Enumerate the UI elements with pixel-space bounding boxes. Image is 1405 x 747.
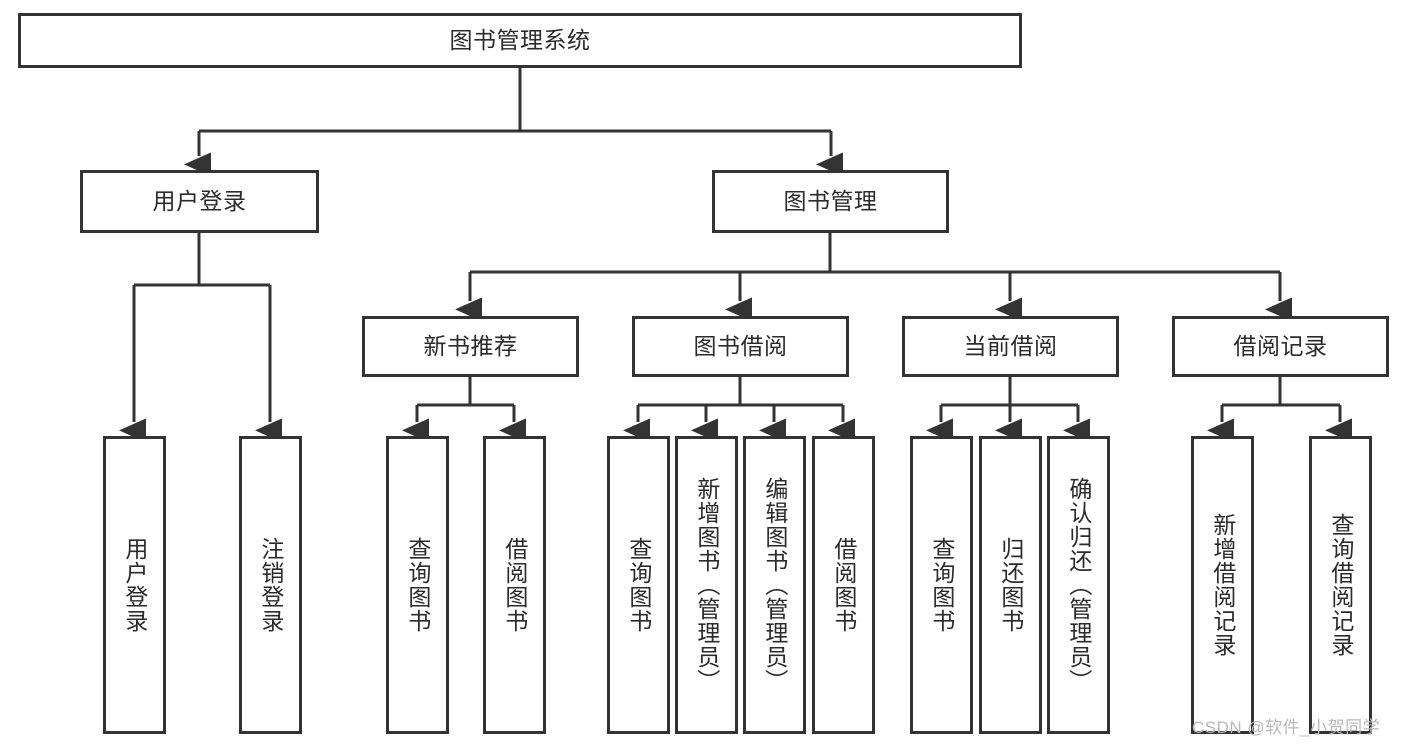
node-leaf-return-books[interactable]: 归还图书: [979, 436, 1042, 734]
node-current-borrowing[interactable]: 当前借阅: [902, 316, 1119, 377]
node-label: 查询图书: [928, 537, 955, 633]
node-label: 借阅图书: [501, 537, 528, 633]
node-leaf-query-books-borrow[interactable]: 查询图书: [607, 436, 670, 734]
node-user-login[interactable]: 用户登录: [80, 170, 319, 233]
node-label: 注销登录: [257, 537, 284, 633]
node-leaf-query-borrow-record[interactable]: 查询借阅记录: [1309, 436, 1372, 734]
node-book-management[interactable]: 图书管理: [712, 170, 949, 233]
node-leaf-borrow-books[interactable]: 借阅图书: [812, 436, 875, 734]
node-root-book-management-system[interactable]: 图书管理系统: [18, 13, 1022, 68]
node-label: 查询图书: [404, 537, 431, 633]
node-label: 用户登录: [121, 537, 148, 633]
node-book-borrowing[interactable]: 图书借阅: [632, 316, 849, 377]
node-label: 用户登录: [152, 187, 247, 214]
node-label: 查询借阅记录: [1327, 513, 1354, 657]
node-borrowing-records[interactable]: 借阅记录: [1172, 316, 1389, 377]
node-label: 新增图书（管理员）: [693, 477, 720, 693]
node-label: 借阅图书: [830, 537, 857, 633]
node-leaf-user-login[interactable]: 用户登录: [103, 436, 166, 734]
node-new-book-recommendation[interactable]: 新书推荐: [362, 316, 579, 377]
node-label: 确认归还（管理员）: [1065, 477, 1092, 693]
node-label: 新增借阅记录: [1209, 513, 1236, 657]
node-leaf-confirm-return-admin[interactable]: 确认归还（管理员）: [1047, 436, 1110, 734]
node-label: 查询图书: [625, 537, 652, 633]
node-leaf-logout[interactable]: 注销登录: [239, 436, 302, 734]
csdn-watermark: CSDN @软件_小贺同学: [1192, 718, 1381, 737]
node-leaf-borrow-books-newbook[interactable]: 借阅图书: [483, 436, 546, 734]
node-label: 编辑图书（管理员）: [761, 477, 788, 693]
node-label: 图书管理: [783, 187, 878, 214]
node-leaf-add-borrow-record[interactable]: 新增借阅记录: [1191, 436, 1254, 734]
node-leaf-query-books-newbook[interactable]: 查询图书: [386, 436, 449, 734]
node-label: 借阅记录: [1233, 332, 1328, 359]
node-leaf-edit-book-admin[interactable]: 编辑图书（管理员）: [743, 436, 806, 734]
node-label: 图书借阅: [693, 332, 788, 359]
node-label: 当前借阅: [963, 332, 1058, 359]
node-leaf-query-books-current[interactable]: 查询图书: [910, 436, 973, 734]
node-label: 新书推荐: [423, 332, 518, 359]
node-label: 归还图书: [997, 537, 1024, 633]
node-leaf-add-book-admin[interactable]: 新增图书（管理员）: [675, 436, 738, 734]
node-label: 图书管理系统: [449, 26, 591, 53]
